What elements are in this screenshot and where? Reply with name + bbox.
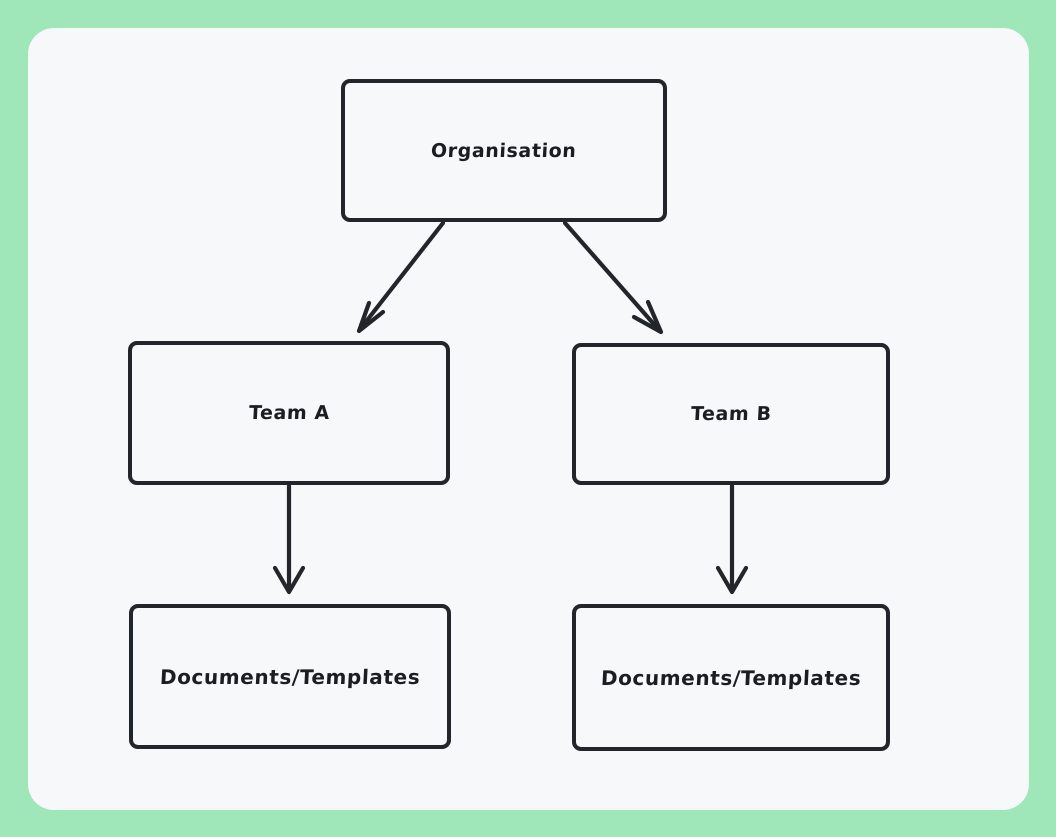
node-team-a[interactable]: Team A (128, 341, 450, 485)
node-team-b[interactable]: Team B (572, 343, 890, 485)
node-team-b-label: Team B (690, 403, 772, 425)
node-organisation[interactable]: Organisation (341, 79, 667, 222)
node-organisation-label: Organisation (430, 139, 578, 162)
node-documents-templates-b-label: Documents/Templates (600, 665, 862, 690)
node-documents-templates-a-label: Documents/Templates (159, 664, 421, 689)
node-team-a-label: Team A (247, 402, 331, 424)
node-documents-templates-a[interactable]: Documents/Templates (129, 604, 451, 749)
node-documents-templates-b[interactable]: Documents/Templates (572, 604, 890, 751)
